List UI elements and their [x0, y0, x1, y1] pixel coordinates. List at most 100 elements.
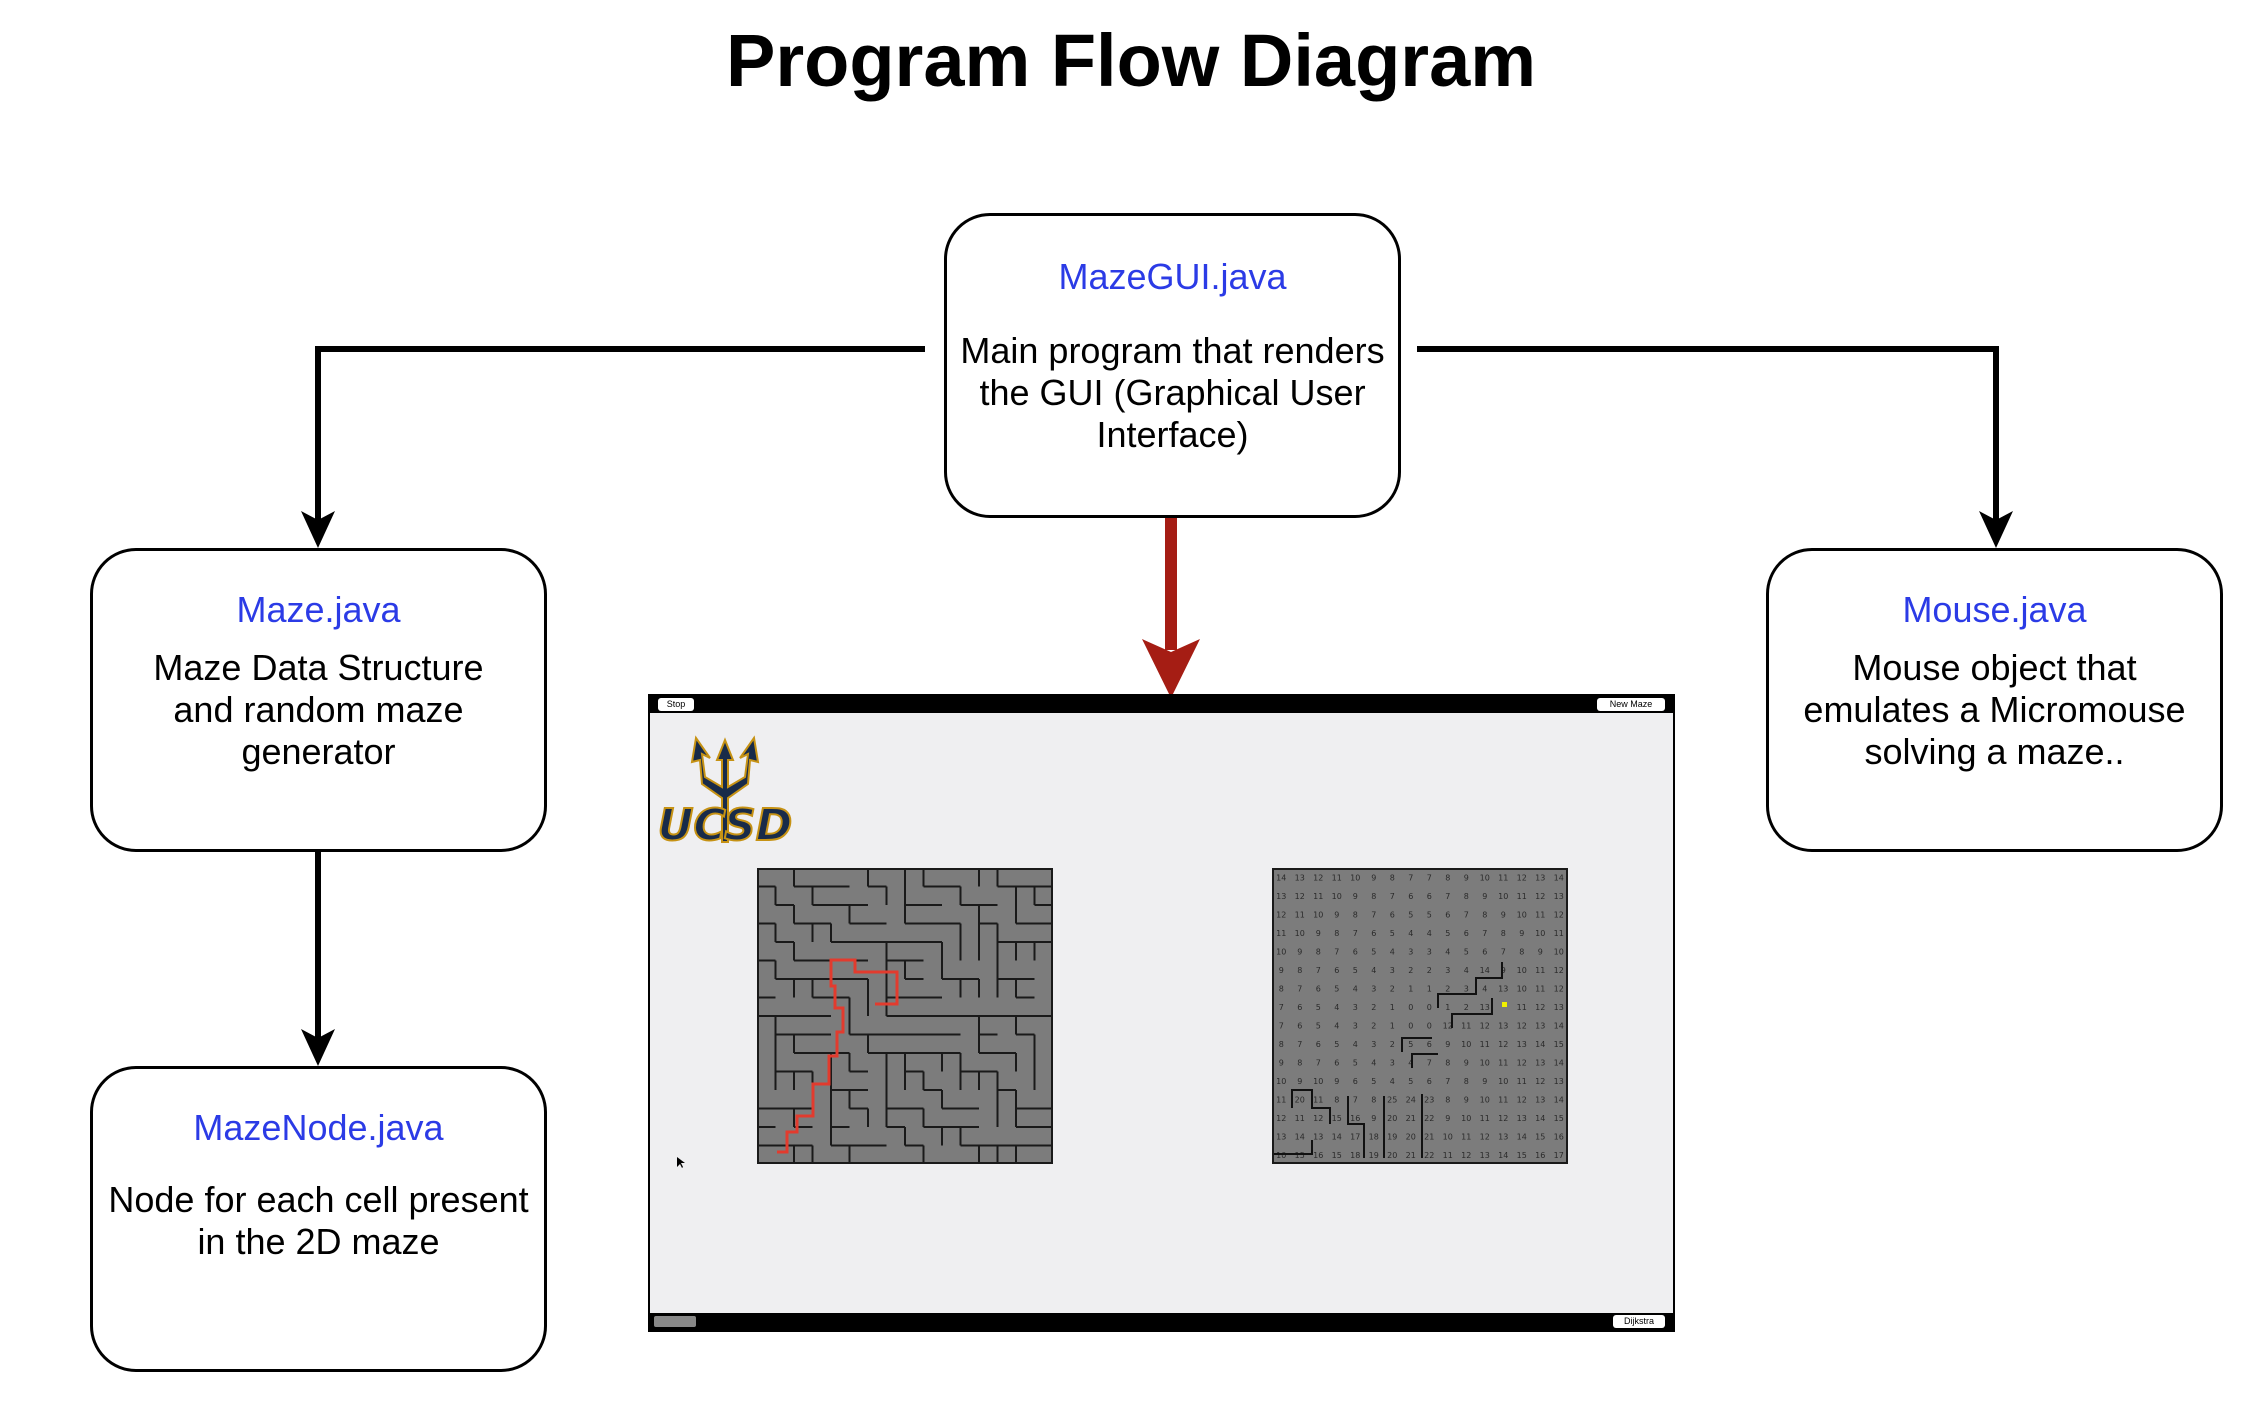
distance-cell: 9	[1464, 1058, 1469, 1067]
distance-cell: 5	[1371, 947, 1376, 956]
distance-cell: 6	[1464, 929, 1469, 938]
arrowhead-mazenode	[301, 1029, 335, 1066]
distance-cell: 11	[1295, 910, 1305, 919]
distance-cell: 11	[1498, 1058, 1508, 1067]
distance-cell: 11	[1461, 1132, 1471, 1141]
distance-cell: 11	[1332, 873, 1342, 882]
distance-cell: 15	[1332, 1151, 1342, 1160]
distance-cell: 12	[1480, 1132, 1490, 1141]
distance-cell: 5	[1408, 1077, 1413, 1086]
distance-cell: 5	[1390, 929, 1395, 938]
distance-cell: 12	[1554, 984, 1564, 993]
node-mouse-desc-1: Mouse object that	[1852, 647, 2137, 688]
distance-cell: 6	[1334, 1058, 1339, 1067]
distance-cell: 12	[1276, 1114, 1286, 1123]
distance-cell: 8	[1334, 1095, 1339, 1104]
distance-cell: 13	[1480, 1151, 1490, 1160]
distance-cell: 22	[1424, 1114, 1434, 1123]
distance-cell: 13	[1554, 1077, 1564, 1086]
distance-cell: 11	[1535, 984, 1545, 993]
distance-cell: 10	[1276, 947, 1286, 956]
new-maze-button[interactable]: New Maze	[1597, 698, 1665, 711]
distance-cell: 10	[1276, 1151, 1286, 1160]
distance-cell: 4	[1371, 1058, 1376, 1067]
distance-cell: 10	[1480, 1095, 1490, 1104]
distance-cell: 13	[1480, 1003, 1490, 1012]
distance-cell: 7	[1371, 910, 1376, 919]
distance-cell: 12	[1517, 1058, 1527, 1067]
distance-cell: 1	[1390, 1021, 1395, 1030]
distance-cell: 5	[1316, 1003, 1321, 1012]
distance-cell: 7	[1297, 984, 1302, 993]
distance-cell: 7	[1279, 1021, 1284, 1030]
distance-cell: 2	[1427, 966, 1432, 975]
distance-cell: 13	[1554, 892, 1564, 901]
node-mazegui: MazeGUI.java Main program that renders t…	[944, 213, 1401, 518]
distance-cell: 11	[1276, 929, 1286, 938]
distance-cell: 6	[1445, 910, 1450, 919]
distance-cell: 11	[1535, 966, 1545, 975]
distance-cell: 2	[1390, 1040, 1395, 1049]
distance-cell: 15	[1332, 1114, 1342, 1123]
distance-cell: 18	[1350, 1151, 1360, 1160]
distance-cell: 2	[1390, 984, 1395, 993]
distance-cell: 7	[1279, 1003, 1284, 1012]
distance-cell: 9	[1538, 947, 1543, 956]
distance-cell: 10	[1554, 947, 1564, 956]
distance-cell: 6	[1353, 1077, 1358, 1086]
distance-cell: 9	[1501, 910, 1506, 919]
distance-cell: 13	[1276, 892, 1286, 901]
distance-cell: 9	[1445, 1040, 1450, 1049]
distance-cell: 16	[1313, 1151, 1323, 1160]
gui-bottom-bar: Dijkstra	[650, 1313, 1673, 1330]
distance-cell: 12	[1517, 1021, 1527, 1030]
distance-cell: 10	[1443, 1132, 1453, 1141]
distance-cell: 12	[1535, 1077, 1545, 1086]
node-mazenode-name: MazeNode.java	[193, 1107, 444, 1148]
distance-cell: 15	[1554, 1040, 1564, 1049]
distance-cell: 9	[1464, 873, 1469, 882]
distance-cell: 9	[1519, 929, 1524, 938]
distance-cell: 5	[1334, 984, 1339, 993]
arrowhead-maze	[301, 511, 335, 548]
distance-cell: 3	[1390, 966, 1395, 975]
distance-cell: 11	[1498, 873, 1508, 882]
distance-cell: 7	[1353, 1095, 1358, 1104]
distance-cell: 7	[1390, 892, 1395, 901]
distance-cell: 11	[1517, 1077, 1527, 1086]
distance-cell: 10	[1313, 1077, 1323, 1086]
dijkstra-button[interactable]: Dijkstra	[1613, 1315, 1665, 1328]
distance-cell: 16	[1350, 1114, 1360, 1123]
node-mazenode-desc-2: in the 2D maze	[197, 1221, 440, 1262]
distance-cell: 10	[1498, 1077, 1508, 1086]
stop-button[interactable]: Stop	[658, 698, 694, 711]
distance-cell: 10	[1276, 1077, 1286, 1086]
distance-cell: 10	[1350, 873, 1360, 882]
distance-cell: 12	[1443, 1021, 1453, 1030]
distance-cell: 3	[1464, 984, 1469, 993]
distance-cell: 13	[1276, 1132, 1286, 1141]
distance-cell: 7	[1427, 873, 1432, 882]
distance-cell: 1	[1427, 984, 1432, 993]
distance-cell: 5	[1464, 947, 1469, 956]
distance-cell: 1	[1445, 1003, 1450, 1012]
distance-cell: 6	[1297, 1021, 1302, 1030]
distance-cell: 8	[1353, 910, 1358, 919]
distance-cell: 11	[1498, 1095, 1508, 1104]
distance-cell: 13	[1535, 1021, 1545, 1030]
distance-cell: 7	[1334, 947, 1339, 956]
distance-cell: 12	[1498, 1114, 1508, 1123]
distance-cell: 8	[1279, 984, 1284, 993]
distance-cell: 10	[1461, 1114, 1471, 1123]
distance-cell: 12	[1517, 873, 1527, 882]
distance-cell: 14	[1554, 1021, 1564, 1030]
node-mouse-name: Mouse.java	[1902, 589, 2087, 630]
distance-cell: 15	[1535, 1132, 1545, 1141]
node-maze-desc-2: and random maze	[173, 689, 464, 730]
distance-cell: 13	[1535, 1095, 1545, 1104]
distance-cell: 2	[1408, 966, 1413, 975]
distance-cell: 11	[1535, 910, 1545, 919]
distance-cell: 0	[1427, 1003, 1432, 1012]
distance-cell: 4	[1408, 929, 1413, 938]
distance-cell: 14	[1276, 873, 1286, 882]
